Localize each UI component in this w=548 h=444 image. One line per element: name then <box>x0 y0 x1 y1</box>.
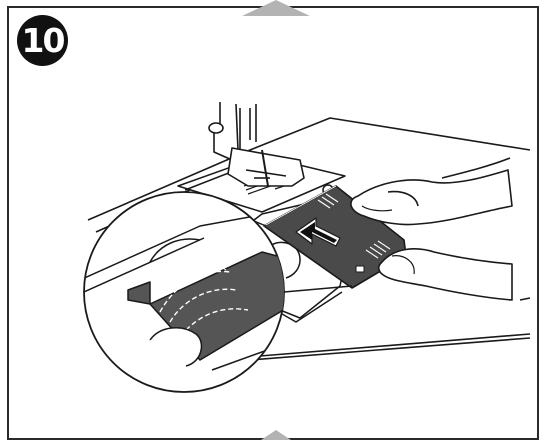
previous-page-arrow-icon[interactable] <box>242 0 310 16</box>
next-page-arrow-icon[interactable] <box>261 430 291 440</box>
hand-lower <box>377 248 513 301</box>
presser-foot <box>208 102 305 187</box>
step-number-badge: 10 <box>17 15 68 66</box>
detail-magnifier <box>83 191 353 393</box>
slide-direction-arrow-icon <box>295 217 341 247</box>
hand-upper <box>350 157 513 226</box>
